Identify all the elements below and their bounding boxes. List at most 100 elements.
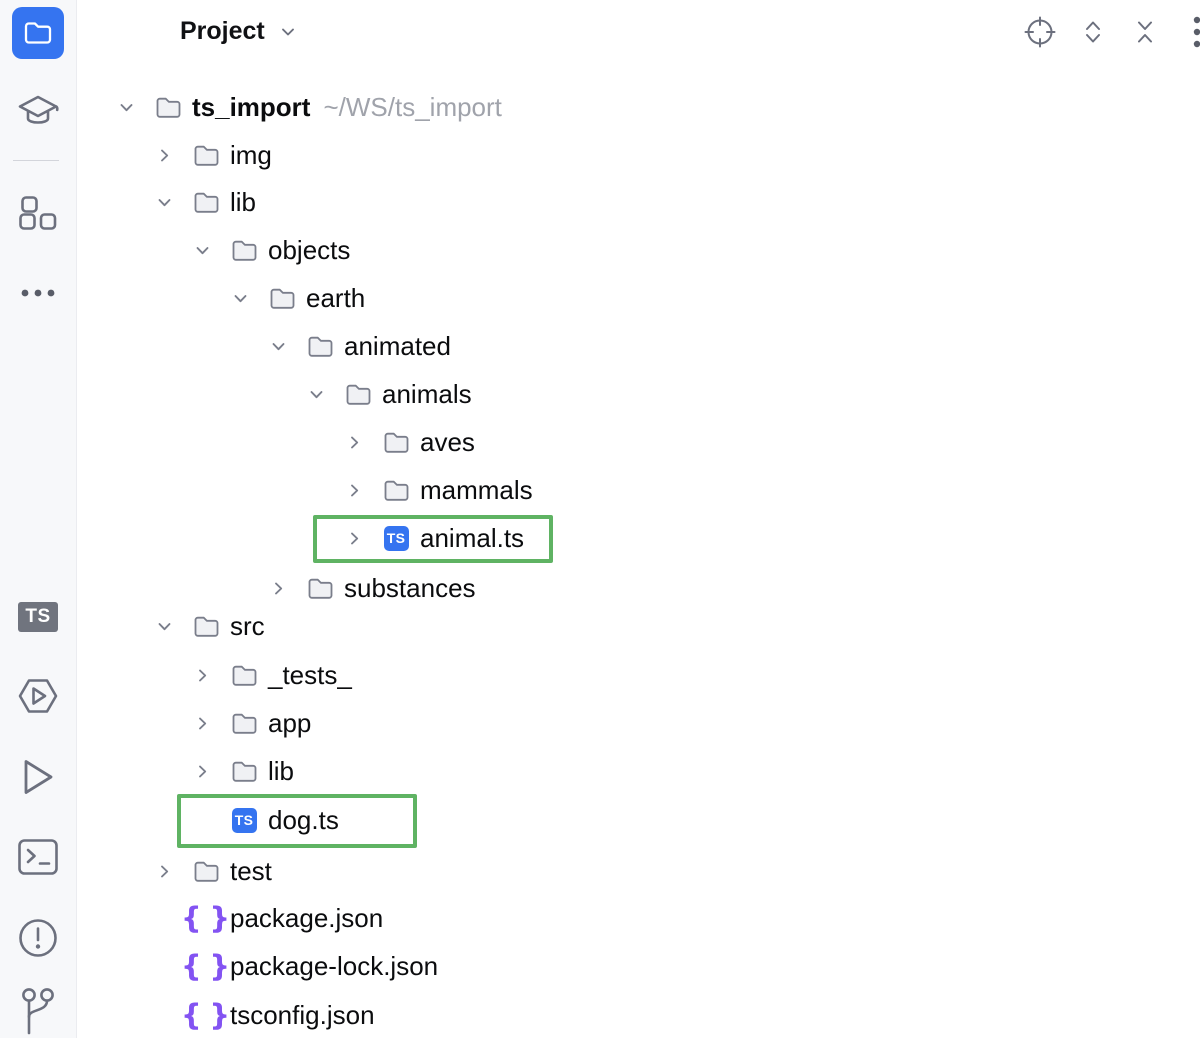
version-control-icon[interactable] <box>18 987 58 1037</box>
chevron-icon[interactable] <box>184 651 228 699</box>
folder-icon <box>232 761 256 782</box>
folder-icon <box>380 479 412 502</box>
folder-icon <box>194 145 218 166</box>
more-tool-windows-icon[interactable] <box>21 289 55 297</box>
tree-item-label: img <box>230 139 272 170</box>
tree-item-tsconfig.json[interactable]: { } tsconfig.json <box>0 991 1200 1039</box>
chevron-icon[interactable] <box>260 564 304 612</box>
tree-item-objects[interactable]: objects <box>0 226 1200 274</box>
tree-item-label: aves <box>420 426 475 457</box>
folder-icon <box>384 432 408 453</box>
chevron-icon[interactable] <box>336 514 380 562</box>
chevron-icon[interactable] <box>336 466 380 514</box>
typescript-tool-icon[interactable]: TS <box>18 602 58 632</box>
problems-icon[interactable] <box>17 917 59 959</box>
tree-item-label: substances <box>344 572 476 603</box>
folder-icon <box>308 578 332 599</box>
folder-icon <box>304 335 336 358</box>
folder-icon <box>194 861 218 882</box>
tree-item-lib[interactable]: lib <box>0 747 1200 795</box>
tree-item-label: package-lock.json <box>230 950 439 981</box>
json-file-icon: { } <box>180 997 232 1032</box>
tree-item-lib[interactable]: lib <box>0 178 1200 226</box>
tool-window-title[interactable]: Project <box>180 17 297 46</box>
chevron-icon[interactable] <box>336 418 380 466</box>
tree-item-img[interactable]: img <box>0 131 1200 179</box>
tree-item-label: test <box>230 855 272 886</box>
typescript-icon: TS <box>380 525 412 551</box>
tree-item-test[interactable]: test <box>0 847 1200 895</box>
folder-icon <box>228 712 260 735</box>
collapse-all-icon[interactable] <box>1130 17 1160 47</box>
folder-icon <box>228 664 260 687</box>
learn-icon[interactable] <box>15 91 61 133</box>
terminal-icon[interactable] <box>17 838 59 876</box>
chevron-icon[interactable] <box>184 699 228 747</box>
tree-item-ts_import[interactable]: ts_import ~/WS/ts_import <box>0 83 1200 131</box>
folder-icon <box>342 383 374 406</box>
tree-item-earth[interactable]: earth <box>0 274 1200 322</box>
tree-item-label: ts_import <box>192 91 311 122</box>
tree-item-animated[interactable]: animated <box>0 322 1200 370</box>
tool-window-title-label: Project <box>180 17 265 45</box>
tree-item-mammals[interactable]: mammals <box>0 466 1200 514</box>
activity-bar-divider <box>13 160 59 161</box>
folder-icon <box>266 287 298 310</box>
tree-item-package.json[interactable]: { } package.json <box>0 894 1200 942</box>
folder-icon <box>380 431 412 454</box>
folder-icon <box>270 288 294 309</box>
folder-icon <box>304 577 336 600</box>
folder-icon <box>384 480 408 501</box>
chevron-icon[interactable] <box>146 131 190 179</box>
locate-opened-file-icon[interactable] <box>1024 16 1056 48</box>
tree-item-aves[interactable]: aves <box>0 418 1200 466</box>
tree-item-label: mammals <box>420 474 533 505</box>
tree-item-label: dog.ts <box>268 804 339 835</box>
folder-icon <box>232 665 256 686</box>
services-icon[interactable] <box>14 674 62 718</box>
folder-icon <box>152 96 184 119</box>
folder-icon <box>228 239 260 262</box>
chevron-icon[interactable] <box>146 847 190 895</box>
chevron-icon[interactable] <box>108 83 152 131</box>
chevron-icon[interactable] <box>298 370 342 418</box>
folder-icon <box>190 615 222 638</box>
chevron-icon[interactable] <box>260 322 304 370</box>
tree-item-animal.ts[interactable]: TS animal.ts <box>0 514 1200 562</box>
folder-icon <box>190 191 222 214</box>
chevron-icon[interactable] <box>184 796 228 844</box>
tree-item-label: tsconfig.json <box>230 999 375 1030</box>
json-icon: { } <box>181 951 230 981</box>
chevron-icon[interactable] <box>184 747 228 795</box>
chevron-down-icon <box>281 28 294 35</box>
tree-item-label: lib <box>268 755 295 786</box>
tree-item-app[interactable]: app <box>0 699 1200 747</box>
json-file-icon: { } <box>180 900 232 935</box>
run-icon[interactable] <box>19 756 57 798</box>
tree-item-label: animal.ts <box>420 522 525 553</box>
tree-item-src[interactable]: src <box>0 602 1200 650</box>
expand-all-icon[interactable] <box>1078 17 1108 47</box>
typescript-logo: TS <box>18 602 58 632</box>
chevron-icon[interactable] <box>146 602 190 650</box>
tree-item-animals[interactable]: animals <box>0 370 1200 418</box>
chevron-icon[interactable] <box>146 178 190 226</box>
tree-item-package-lock.json[interactable]: { } package-lock.json <box>0 942 1200 990</box>
folder-icon <box>156 97 180 118</box>
tree-item-label: animals <box>382 378 472 409</box>
structure-icon[interactable] <box>18 196 58 230</box>
activity-bar: TS <box>0 0 77 1038</box>
typescript-file-icon: TS <box>231 807 257 833</box>
more-actions-icon[interactable] <box>1193 16 1200 48</box>
chevron-icon[interactable] <box>184 226 228 274</box>
tree-item-substances[interactable]: substances <box>0 564 1200 612</box>
typescript-file-icon: TS <box>383 525 409 551</box>
project-folder-icon[interactable] <box>12 7 64 59</box>
chevron-icon[interactable] <box>222 274 266 322</box>
typescript-icon: TS <box>228 807 260 833</box>
json-icon: { } <box>181 903 230 933</box>
tree-item-dog.ts[interactable]: TS dog.ts <box>0 796 1200 844</box>
tree-item-_tests_[interactable]: _tests_ <box>0 651 1200 699</box>
folder-icon <box>190 860 222 883</box>
